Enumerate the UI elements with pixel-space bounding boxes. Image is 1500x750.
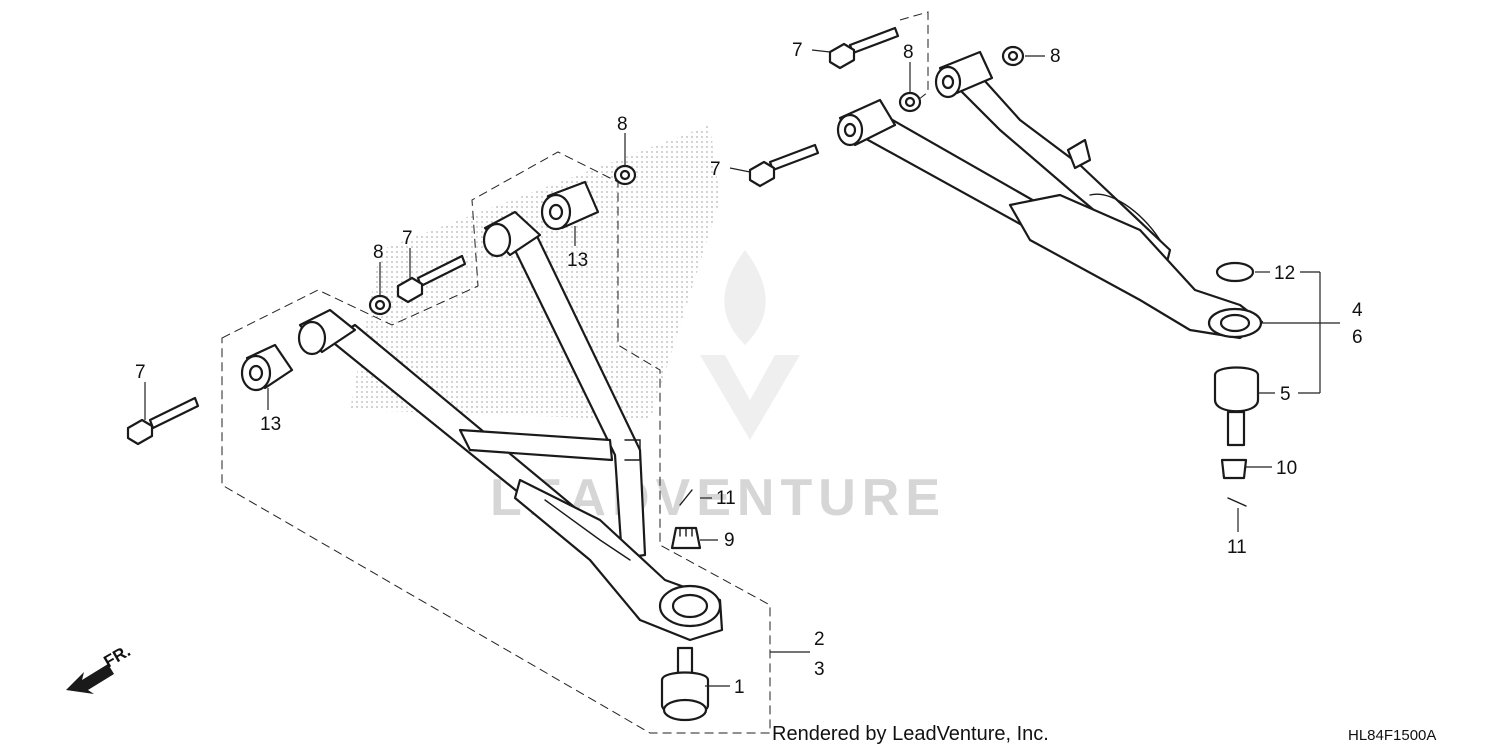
callout-8: 8: [903, 42, 914, 63]
callout-10: 10: [1276, 458, 1297, 479]
cotter-pin-left: [679, 489, 693, 506]
bushing-left-upper: [540, 180, 600, 231]
nut-left-b: [613, 164, 637, 186]
bolt-right-a: [748, 143, 820, 188]
bolt-right-b: [828, 26, 900, 70]
circlip: [1215, 261, 1255, 283]
castle-nut: [670, 526, 702, 550]
nut-right-a: [898, 91, 922, 113]
callout-11: 11: [1227, 537, 1247, 558]
ball-joint-right: [1213, 366, 1260, 447]
cotter-pin-right: [1227, 497, 1247, 507]
callout-12: 12: [1274, 263, 1295, 284]
dashed-link-right: [899, 11, 929, 101]
nut-right-b: [1001, 45, 1025, 67]
bushing-right-a: [836, 98, 897, 147]
callout-2: 2: [814, 629, 825, 650]
callout-13: 13: [567, 250, 588, 271]
pivot-tube-left-a: [297, 308, 357, 356]
lower-arm-left: [328, 230, 724, 642]
callout-6: 6: [1352, 327, 1363, 348]
ball-joint-left: [660, 646, 710, 722]
bolt-left-upper: [396, 254, 467, 304]
bolt-left-lower: [126, 396, 200, 446]
callout-7: 7: [402, 228, 413, 249]
bushing-right-b: [934, 50, 994, 99]
callout-8: 8: [617, 114, 628, 135]
leader-lines: [144, 49, 1340, 687]
diagram-code: HL84F1500A: [1348, 727, 1436, 744]
lower-arm-right: [848, 68, 1264, 340]
nut-right-c: [1220, 458, 1248, 480]
render-credit: Rendered by LeadVenture, Inc.: [772, 723, 1049, 745]
callout-11: 11: [716, 488, 736, 509]
callout-8: 8: [373, 242, 384, 263]
callout-3: 3: [814, 659, 825, 680]
callout-7: 7: [792, 40, 803, 61]
callout-1: 1: [734, 677, 745, 698]
nut-left-a: [368, 294, 392, 316]
watermark-logo: [700, 250, 800, 440]
callout-5: 5: [1280, 384, 1291, 405]
callout-13: 13: [260, 414, 281, 435]
callout-9: 9: [724, 530, 735, 551]
pivot-tube-left-b: [482, 210, 542, 258]
callout-7: 7: [710, 159, 721, 180]
callout-4: 4: [1352, 300, 1363, 321]
bushing-left-lower: [240, 343, 294, 392]
front-arrow-icon: [66, 664, 114, 694]
callout-7: 7: [135, 362, 146, 383]
callout-8: 8: [1050, 46, 1061, 67]
